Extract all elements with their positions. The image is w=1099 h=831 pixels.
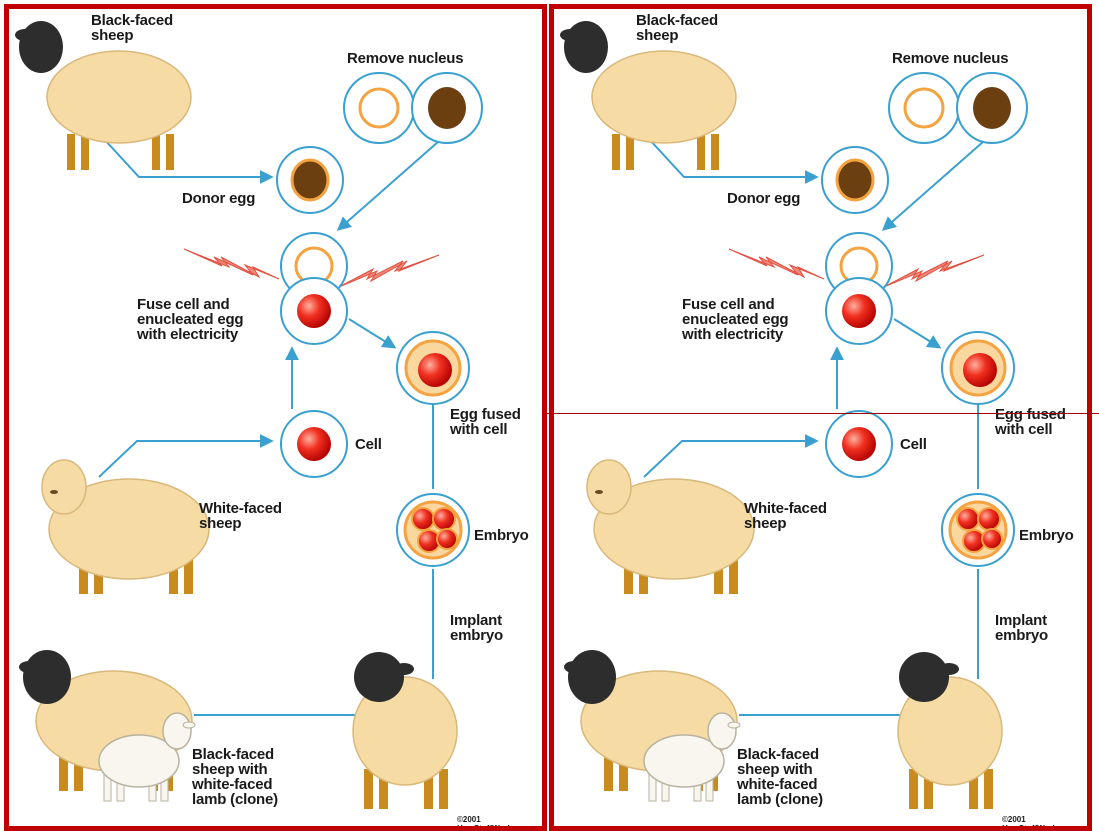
donor-egg-cell — [277, 147, 343, 213]
embryo-cell — [942, 494, 1014, 566]
donor-cell — [826, 411, 892, 477]
flow-arrows — [644, 134, 992, 715]
diagram-panel-right: Black-faced sheep Remove nucleus Donor e… — [549, 4, 1092, 831]
clone-label: Black-faced sheep with white-faced lamb … — [737, 747, 823, 807]
cell-label: Cell — [355, 437, 382, 452]
remove-nucleus-cells — [344, 73, 482, 143]
black-faced-sheep-label: Black-faced sheep — [636, 13, 718, 43]
white-faced-sheep-icon — [587, 460, 754, 594]
cell-label: Cell — [900, 437, 927, 452]
diagram-panel-left: Black-faced sheep Remove nucleus Donor e… — [4, 4, 547, 831]
remove-nucleus-cells — [889, 73, 1027, 143]
egg-fused-cell — [397, 332, 469, 404]
egg-fused-cell — [942, 332, 1014, 404]
surrogate-sheep-icon — [353, 652, 457, 809]
embryo-cell — [397, 494, 469, 566]
embryo-label: Embryo — [1019, 528, 1074, 543]
implant-embryo-label: Implant embryo — [450, 613, 503, 643]
egg-fused-label: Egg fused with cell — [450, 407, 521, 437]
embryo-label: Embryo — [474, 528, 529, 543]
remove-nucleus-label: Remove nucleus — [892, 51, 1008, 66]
implant-embryo-label: Implant embryo — [995, 613, 1048, 643]
egg-fused-label: Egg fused with cell — [995, 407, 1066, 437]
donor-egg-label: Donor egg — [182, 191, 255, 206]
donor-cell — [281, 411, 347, 477]
black-faced-sheep-label: Black-faced sheep — [91, 13, 173, 43]
flow-arrows — [99, 134, 447, 715]
white-faced-sheep-label: White-faced sheep — [744, 501, 827, 531]
clone-label: Black-faced sheep with white-faced lamb … — [192, 747, 278, 807]
divider-line — [547, 413, 1099, 414]
fuse-cell — [281, 278, 347, 344]
donor-egg-label: Donor egg — [727, 191, 800, 206]
remove-nucleus-label: Remove nucleus — [347, 51, 463, 66]
fuse-cell — [826, 278, 892, 344]
white-faced-sheep-label: White-faced sheep — [199, 501, 282, 531]
white-faced-sheep-icon — [42, 460, 209, 594]
surrogate-sheep-icon — [898, 652, 1002, 809]
fuse-cell-label: Fuse cell and enucleated egg with electr… — [137, 297, 243, 342]
fuse-cell-label: Fuse cell and enucleated egg with electr… — [682, 297, 788, 342]
donor-egg-cell — [822, 147, 888, 213]
